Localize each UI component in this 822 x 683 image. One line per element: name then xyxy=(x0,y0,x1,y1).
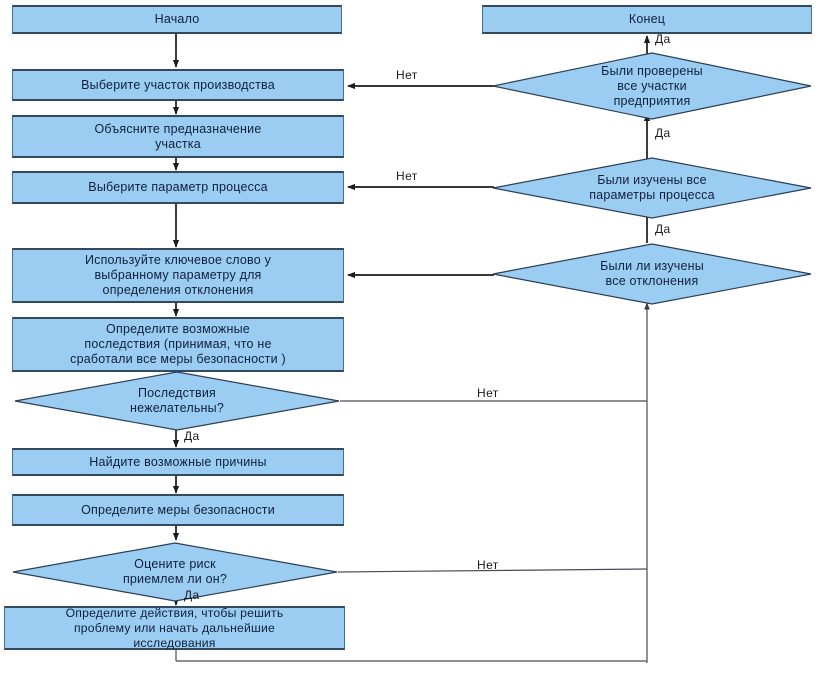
node-find-causes[interactable]: Найдите возможные причины xyxy=(12,448,344,476)
edge-label-no-risk: Нет xyxy=(477,558,499,572)
edge-label-yes-consequences: Да xyxy=(184,429,200,443)
node-start[interactable]: Начало xyxy=(12,5,342,34)
node-define-actions[interactable]: Определите действия, чтобы решить пробле… xyxy=(4,606,345,650)
edge-label-yes-areas: Да xyxy=(655,126,671,140)
node-use-keyword[interactable]: Используйте ключевое слово у выбранному … xyxy=(12,248,344,303)
node-define-consequences-label: Определите возможные последствия (приним… xyxy=(70,322,286,366)
edge-label-yes-risk: Да xyxy=(184,588,200,602)
node-consequences-undesirable[interactable]: Последствия нежелательны? xyxy=(14,371,340,431)
node-end-label: Конец xyxy=(628,12,666,26)
node-explain-purpose-label: Объясните предназначение участка xyxy=(94,121,262,151)
node-assess-risk[interactable]: Оцените риск приемлем ли он? xyxy=(12,542,338,602)
node-select-parameter[interactable]: Выберите параметр процесса xyxy=(12,171,344,204)
diamond-shape xyxy=(14,371,340,431)
node-all-parameters-studied[interactable]: Были изучены все параметры процесса xyxy=(492,157,812,219)
diamond-shape xyxy=(492,52,812,120)
edge-label-no-to-select-parameter: Нет xyxy=(396,169,418,183)
node-all-deviations-studied[interactable]: Были ли изучены все отклонения xyxy=(492,243,812,305)
diamond-shape xyxy=(492,243,812,305)
edge-label-yes-to-end: Да xyxy=(655,32,671,46)
node-define-safety[interactable]: Определите меры безопасности xyxy=(12,494,344,526)
node-use-keyword-label: Используйте ключевое слово у выбранному … xyxy=(84,253,272,297)
node-define-actions-label: Определите действия, чтобы решить пробле… xyxy=(65,605,284,650)
node-start-label: Начало xyxy=(154,12,200,26)
diamond-shape xyxy=(12,542,338,602)
node-define-consequences[interactable]: Определите возможные последствия (приним… xyxy=(12,317,344,372)
node-define-safety-label: Определите меры безопасности xyxy=(81,502,275,517)
node-select-area[interactable]: Выберите участок производства xyxy=(12,69,344,101)
node-end[interactable]: Конец xyxy=(482,5,812,34)
node-find-causes-label: Найдите возможные причины xyxy=(89,454,267,469)
node-all-areas-checked[interactable]: Были проверены все участки предприятия xyxy=(492,52,812,120)
node-explain-purpose[interactable]: Объясните предназначение участка xyxy=(12,115,344,158)
diamond-shape xyxy=(492,157,812,219)
edge-label-no-consequences: Нет xyxy=(477,386,499,400)
node-select-area-label: Выберите участок производства xyxy=(81,77,275,92)
node-select-parameter-label: Выберите параметр процесса xyxy=(88,180,268,194)
edge-label-no-to-select-area: Нет xyxy=(396,68,418,82)
edge-label-yes-parameters: Да xyxy=(655,222,671,236)
